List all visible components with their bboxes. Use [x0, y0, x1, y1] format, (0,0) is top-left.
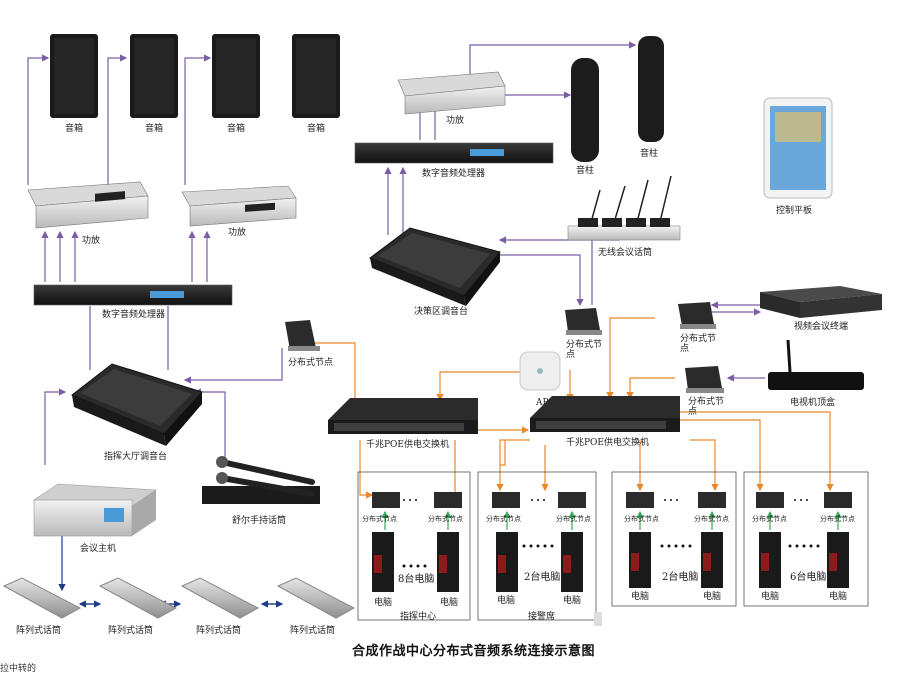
- shure-mic-label: 舒尔手持话筒: [232, 516, 287, 526]
- pc-label-1: 电脑: [374, 598, 393, 608]
- group-node-devices: [372, 492, 852, 508]
- speaker-label-4: 音箱: [307, 124, 326, 134]
- amp-label-top: 功放: [446, 116, 465, 126]
- network-connections: [312, 317, 834, 499]
- amp-label-left-2: 功放: [228, 228, 247, 238]
- dsp-top: [354, 142, 554, 164]
- usb-connections: [381, 510, 842, 530]
- command-mixer-label: 指挥大厅调音台: [104, 452, 168, 462]
- node-label-1: 分布式节点: [288, 358, 334, 368]
- poe-switch-label-left: 千兆POE供电交换机: [366, 440, 450, 450]
- tablet-label: 控制平板: [776, 206, 813, 216]
- speaker-label-3: 音箱: [227, 124, 246, 134]
- group-node-label-4: 分布式节点: [556, 515, 591, 523]
- node-device-4: [685, 366, 724, 393]
- decision-mixer: [368, 227, 501, 306]
- array-mic-label-4: 阵列式话筒: [290, 626, 336, 636]
- array-mic-label-2: 阵列式话筒: [108, 626, 154, 636]
- column-speaker-2: [638, 36, 664, 142]
- ellipsis-dots: [402, 499, 820, 568]
- group-node-label-8: 分布式节点: [820, 515, 855, 523]
- poe-switch-label-right: 千兆POE供电交换机: [566, 438, 650, 448]
- scroll-stub: [594, 612, 602, 626]
- command-mixer: [71, 363, 203, 446]
- array-mic-label-1: 阵列式话筒: [16, 626, 62, 636]
- group-node-label-2: 分布式节点: [428, 515, 463, 523]
- dsp-label-top: 数字音频处理器: [422, 169, 486, 179]
- pc-towers: [372, 532, 849, 592]
- pc-label-3: 电脑: [497, 596, 516, 606]
- video-conf-terminal: [760, 286, 882, 318]
- control-tablet: [763, 97, 833, 199]
- tv-set-top-box: [768, 339, 864, 390]
- amplifier-top: [397, 71, 506, 115]
- array-mic-label-3: 阵列式话筒: [196, 626, 242, 636]
- pc-count-2a: 2台电脑: [524, 572, 561, 583]
- pc-label-5: 电脑: [631, 592, 650, 602]
- group-node-label-7: 分布式节点: [752, 515, 787, 523]
- column-speaker-1: [571, 58, 599, 162]
- node-device-1: [285, 320, 320, 351]
- amplifier-left-1: [27, 181, 149, 229]
- node-label-3: 分布式节 点: [680, 334, 717, 354]
- poe-switch-right: [530, 396, 680, 432]
- speaker-label-2: 音箱: [145, 124, 164, 134]
- decision-mixer-label: 决策区调音台: [414, 307, 469, 317]
- group-node-label-1: 分布式节点: [362, 515, 397, 523]
- ap-device: [519, 351, 561, 391]
- wireless-mic-label: 无线会议话筒: [598, 248, 653, 258]
- node-device-3: [678, 302, 716, 329]
- group-node-label-6: 分布式节点: [694, 515, 729, 523]
- pc-count-6: 6台电脑: [790, 572, 827, 583]
- diagram-title: 合成作战中心分布式音频系统连接示意图: [352, 644, 596, 659]
- conference-host: [33, 483, 157, 537]
- group-node-label-3: 分布式节点: [486, 515, 521, 523]
- pc-count-2b: 2台电脑: [662, 572, 699, 583]
- column-speaker-label-1: 音柱: [576, 166, 595, 176]
- amplifier-left-2: [181, 185, 297, 227]
- node-device-2: [565, 308, 602, 335]
- pc-label-6: 电脑: [703, 592, 722, 602]
- group-frames: [357, 471, 869, 621]
- pc-count-8: 8台电脑: [398, 574, 435, 585]
- video-conf-label: 视频会议终端: [794, 322, 849, 332]
- shure-handheld-mic: [202, 456, 320, 504]
- pc-label-8: 电脑: [829, 592, 848, 602]
- pc-label-2: 电脑: [440, 598, 459, 608]
- pc-label-7: 电脑: [761, 592, 780, 602]
- amp-label-left-1: 功放: [82, 236, 101, 246]
- group-node-label-5: 分布式节点: [624, 515, 659, 523]
- dsp-left: [33, 284, 233, 306]
- array-mic-group: [2, 577, 356, 619]
- conf-host-label: 会议主机: [80, 544, 117, 554]
- node-label-2: 分布式节 点: [566, 340, 603, 360]
- poe-switch-left: [328, 398, 478, 434]
- tv-box-label: 电视机顶盒: [790, 398, 836, 408]
- speaker-label-1: 音箱: [65, 124, 84, 134]
- alarm-desk-label: 接警席: [528, 612, 556, 622]
- footer-text: 拉中转的: [0, 664, 37, 674]
- node-label-4: 分布式节 点: [688, 397, 725, 417]
- speaker-group: [50, 34, 340, 118]
- dsp-label-left: 数字音频处理器: [102, 310, 166, 320]
- ap-label: AP: [536, 398, 549, 408]
- pc-label-4: 电脑: [563, 596, 582, 606]
- wireless-mic-set: [567, 175, 681, 241]
- command-center-label: 指挥中心: [400, 612, 437, 622]
- column-speaker-label-2: 音柱: [640, 149, 659, 159]
